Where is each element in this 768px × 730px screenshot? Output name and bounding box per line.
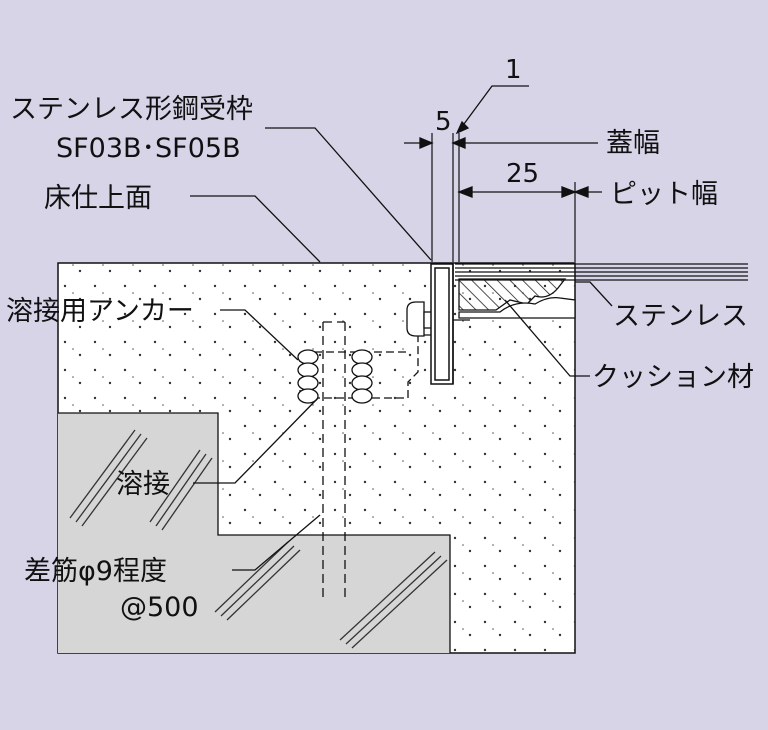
rebar-label: 差筋φ9程度 <box>24 556 167 587</box>
welding-anchor <box>297 334 432 404</box>
frame-name-label: ステンレス形鋼受枠 <box>10 94 253 125</box>
floor-surface-label: 床仕上面 <box>44 183 152 214</box>
stainless-label: ステンレス <box>613 301 748 332</box>
rebar <box>322 321 346 600</box>
stainless-lid <box>455 263 748 281</box>
lid-width-label: 蓋幅 <box>606 128 660 159</box>
dim-1-label: 1 <box>505 55 522 85</box>
anchor-label: 溶接用アンカー <box>6 296 194 327</box>
cushion-material <box>458 278 567 311</box>
weld-label: 溶接 <box>116 469 170 500</box>
witness-lines <box>431 133 576 262</box>
pit-width-label: ピット幅 <box>610 179 718 210</box>
dim-5-label: 5 <box>435 107 452 137</box>
frame-leader <box>265 127 432 261</box>
floor-surface-leader <box>190 195 321 263</box>
break-marks <box>69 429 448 649</box>
frame-model-label: SF03B･SF05B <box>56 133 241 164</box>
stainless-frame <box>430 263 454 385</box>
structural-concrete-edge <box>58 412 451 653</box>
cushion-leader <box>504 299 590 377</box>
structural-concrete-bottom <box>58 530 450 653</box>
dim-25-label: 25 <box>506 159 539 189</box>
dim-1 <box>455 85 529 135</box>
weld-leader <box>193 397 319 484</box>
stainless-leader <box>575 281 613 307</box>
dim-5 <box>404 137 466 149</box>
rebar-pitch-label: @500 <box>120 592 199 623</box>
cushion-label: クッション材 <box>592 362 754 393</box>
anchor-leader <box>220 309 299 361</box>
dim-25 <box>457 186 602 198</box>
structural-concrete-left <box>58 413 218 530</box>
lid-support <box>458 296 576 319</box>
rebar-leader <box>232 514 321 571</box>
